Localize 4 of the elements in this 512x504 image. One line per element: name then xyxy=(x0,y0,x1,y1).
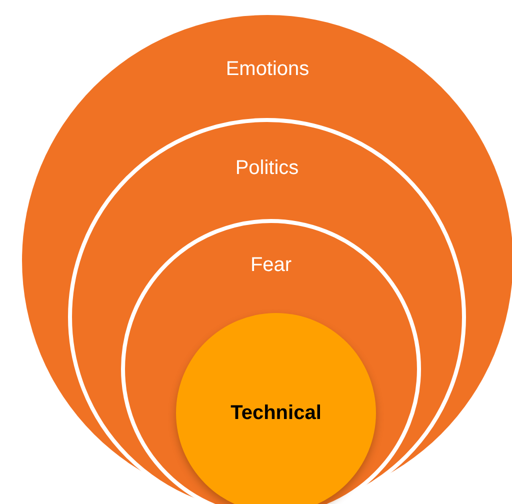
circle-label: Emotions xyxy=(224,57,310,81)
circle-label: Politics xyxy=(234,156,300,180)
circle-label: Technical xyxy=(230,401,322,425)
circle-label: Fear xyxy=(249,253,293,277)
